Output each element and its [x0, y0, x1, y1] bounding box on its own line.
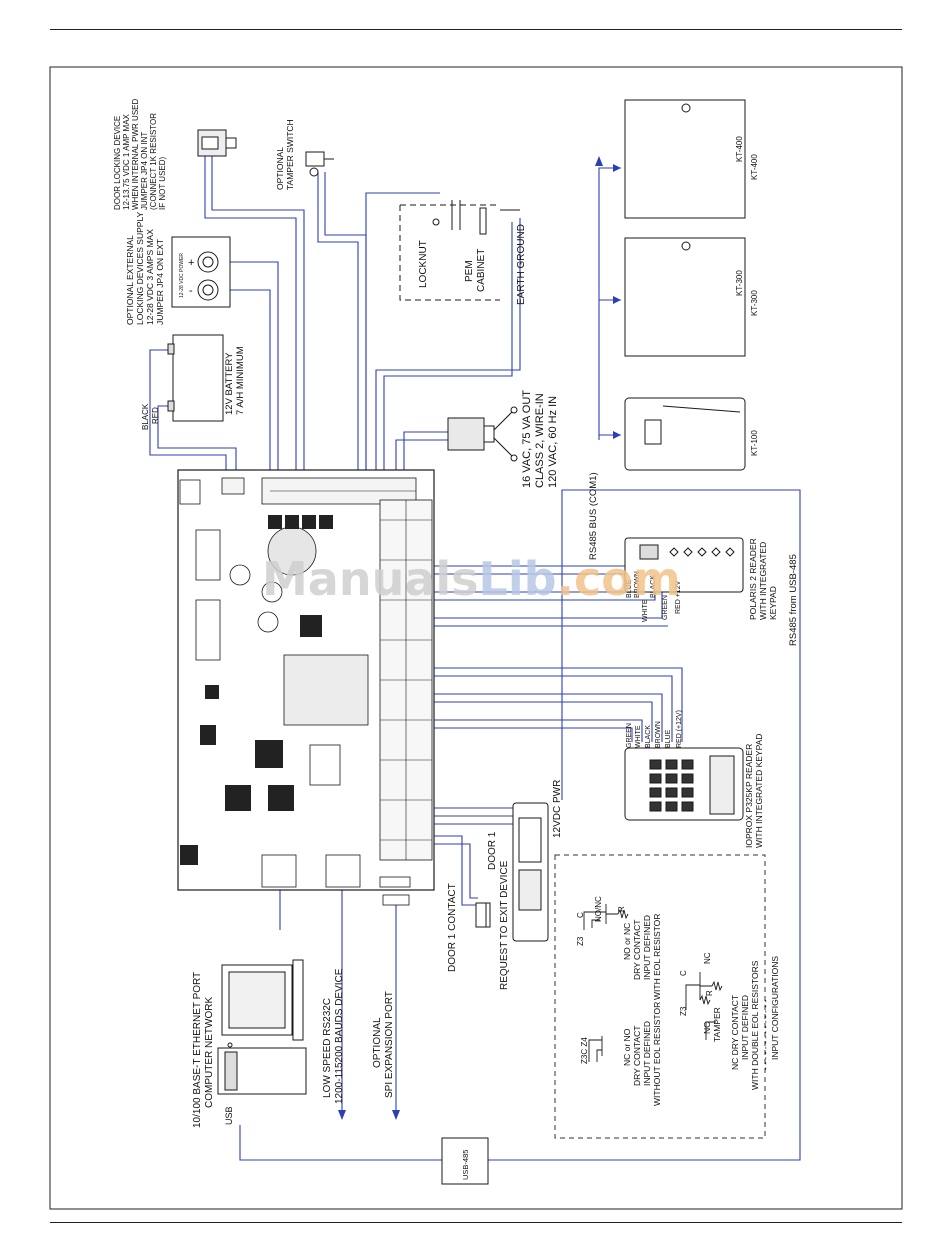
diagram-frame	[49, 66, 903, 1210]
polaris-wire-green: GREEN	[662, 595, 669, 620]
kt400-label-b: KT-400	[750, 154, 759, 180]
top-rule	[50, 29, 902, 30]
door-contact-label: DOOR 1 CONTACT	[447, 883, 458, 972]
input-config-symbols	[583, 904, 723, 1062]
input-config-box	[554, 854, 766, 1139]
cfg-noeol-label: NC or NO DRY CONTACT INPUT DEFINED WITHO…	[622, 1002, 662, 1106]
tamper-label: OPTIONAL TAMPER SWITCH	[275, 119, 295, 190]
kt100-unit	[624, 397, 746, 471]
rex-label: DOOR 1 REQUEST TO EXIT DEVICE	[487, 829, 510, 990]
polaris-reader	[624, 537, 744, 593]
power-header-label: 12-28 VDC POWER	[179, 253, 185, 298]
r-label-b: R	[705, 990, 714, 996]
door-contact	[475, 902, 491, 928]
ioprox-wire-blue: BLUE	[665, 729, 672, 748]
wires	[149, 150, 801, 1161]
svg-text:ManualsLib.com: ManualsLib.com	[262, 552, 681, 606]
pwr12-label: 12VDC PWR	[552, 780, 563, 838]
r-label-a: R	[617, 906, 626, 912]
door-lock-label: DOOR LOCKING DEVICE 12-13.75 VDC 1 AMP M…	[113, 97, 167, 211]
board-terminals	[270, 490, 432, 860]
no-nc-label: NO/NC	[594, 896, 603, 922]
z3-label-a: Z3	[576, 936, 585, 946]
ioprox-reader	[624, 747, 744, 821]
ethernet-label: 10/100 BASE-T ETHERNET PORT COMPUTER NET…	[192, 969, 215, 1128]
polaris-wire-red: RED +12V	[675, 580, 682, 614]
transformer-label: 16 VAC, 75 VA OUT CLASS 2, WIRE-IN 120 V…	[521, 387, 559, 488]
ioprox-wire-green: GREEN	[626, 723, 633, 748]
arrowheads	[338, 156, 621, 1120]
cabinet-label: PEM CABINET	[464, 249, 487, 292]
transformer	[447, 406, 518, 462]
ioprox-wire-brown: BROWN	[655, 721, 662, 748]
minus-sign: -	[189, 285, 193, 297]
battery-lead-black: BLACK	[141, 403, 150, 430]
external-supply	[171, 236, 231, 308]
ioprox-wire-white: WHITE	[635, 725, 642, 748]
battery-lead-red: RED	[151, 407, 160, 424]
bottom-rule	[50, 1222, 902, 1223]
polaris-label: POLARIS 2 READER WITH INTEGRATED KEYPAD	[748, 536, 778, 620]
plus-sign: +	[188, 257, 194, 269]
board-relays	[180, 515, 333, 865]
watermark: ManualsLib.com	[262, 552, 681, 606]
ioprox-wire-black: BLACK	[645, 725, 652, 748]
kt300-label-a: KT-300	[735, 270, 744, 296]
kt300-label-b: KT-300	[750, 290, 759, 316]
battery	[167, 334, 224, 422]
rs485-usb-label: RS485 from USB-485	[788, 554, 799, 646]
locknut-label: LOCKNUT	[418, 240, 429, 288]
polaris-wire-brown: BROWN	[634, 571, 641, 598]
ext-supply-label: OPTIONAL EXTERNAL LOCKING DEVICES SUPPLY…	[125, 210, 165, 325]
c-label-b: C	[679, 970, 688, 976]
ioprox-label: IOPROX P325KP READER WITH INTEGRATED KEY…	[744, 734, 764, 848]
z3-label-b: Z3	[679, 1006, 688, 1016]
cabinet-box	[399, 200, 520, 301]
battery-label: 12V BATTERY 7 A/H MINIMUM	[224, 346, 246, 415]
ioprox-wire-red: RED (+12V)	[676, 710, 683, 748]
kt400-unit	[624, 99, 746, 219]
door-lock-device	[197, 129, 237, 157]
rs485-bus-label: RS485 BUS (COM1)	[588, 472, 599, 560]
computer	[217, 959, 307, 1095]
polaris-wire-black: BLACK	[650, 575, 657, 598]
kt300-unit	[624, 237, 746, 357]
usb485-box	[441, 1137, 489, 1185]
tamper-switch	[305, 151, 334, 177]
usb485-label: USB-485	[461, 1150, 470, 1180]
tamper-nc-label: NC TAMPER	[702, 1007, 722, 1042]
kt100-label: KT-100	[750, 430, 759, 456]
spi-label: OPTIONAL SPI EXPANSION PORT	[372, 991, 395, 1098]
earth-ground-label: EARTH GROUND	[516, 224, 527, 305]
labels: DOOR LOCKING DEVICE 12-13.75 VDC 1 AMP M…	[113, 97, 799, 1180]
cfg-eol-label: NO or NC DRY CONTACT INPUT DEFINED WITH …	[622, 913, 662, 1000]
cfg-deol-label: NC DRY CONTACT INPUT DEFINED WITH DOUBLE…	[730, 956, 780, 1090]
usb-label: USB	[224, 1106, 234, 1125]
nc-label: NC	[703, 952, 712, 964]
kt400-label-a: KT-400	[735, 136, 744, 162]
rs232-label: LOW SPEED RS232C 1200-115200 BAUDS DEVIC…	[322, 968, 345, 1104]
rex-device	[512, 802, 549, 942]
polaris-wire-white: WHITE	[642, 599, 649, 622]
z3c-z4-label: Z3C Z4	[580, 1037, 589, 1064]
c-label-a: C	[576, 912, 585, 918]
polaris-wire-blue: BLUE	[626, 579, 633, 598]
